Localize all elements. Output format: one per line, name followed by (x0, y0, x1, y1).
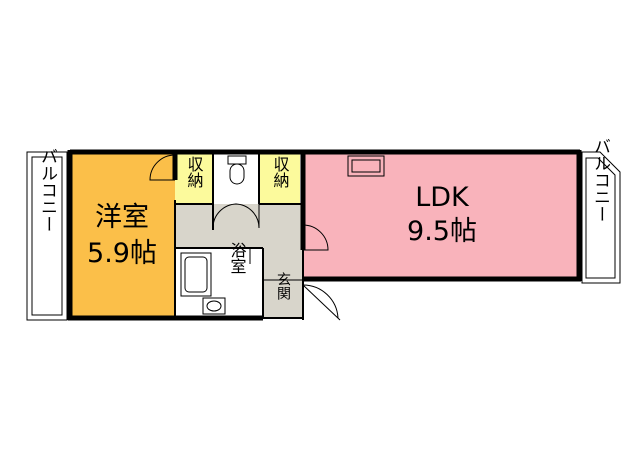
ldk-room-size: 9.5帖 (407, 216, 477, 247)
balcony-right: バルコニー (581, 138, 621, 284)
western-room (70, 152, 175, 318)
toilet-room (213, 152, 259, 204)
balcony-right-label: バルコニー (590, 138, 610, 223)
western-room-size: 5.9帖 (87, 238, 157, 269)
hallway (175, 204, 303, 318)
ldk-room-name: LDK (415, 182, 470, 213)
ldk-room (303, 152, 579, 279)
toilet-fixture (227, 155, 247, 185)
door-swings (149, 154, 341, 321)
walls (67, 149, 582, 321)
storage-right (260, 152, 300, 204)
entrance-label: 玄関 (275, 271, 291, 301)
storage-left-label: 収納 (185, 156, 204, 189)
western-room-name: 洋室 (95, 202, 149, 233)
bath-fixtures (180, 252, 226, 315)
storage-left (175, 152, 213, 204)
bath-label: 浴室 (228, 242, 247, 274)
balcony-left-label: バルコニー (37, 148, 57, 233)
bathroom (176, 248, 262, 318)
balcony-left: バルコニー (26, 148, 68, 321)
storage-right-label: 収納 (271, 156, 290, 189)
kitchen-counter (347, 155, 385, 177)
